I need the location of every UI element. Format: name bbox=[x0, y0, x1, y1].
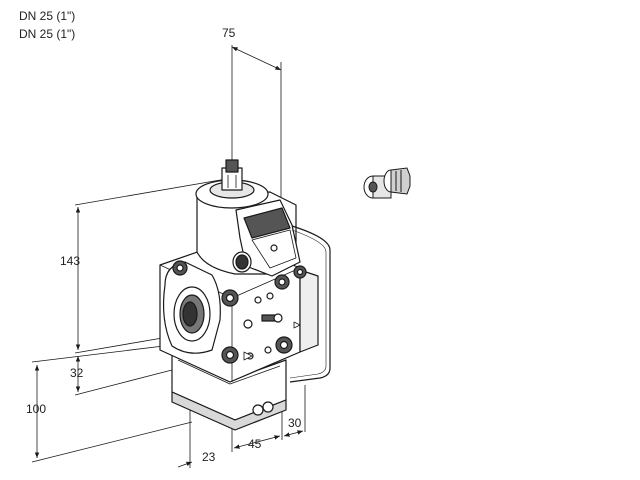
valve-body bbox=[159, 159, 331, 431]
dim-label-75: 75 bbox=[222, 26, 236, 40]
dim-label-143: 143 bbox=[60, 254, 80, 268]
dim-label-32: 32 bbox=[70, 366, 84, 380]
dim-label-30: 30 bbox=[288, 416, 302, 430]
dimension-lines bbox=[31, 45, 306, 468]
dim-label-100: 100 bbox=[26, 402, 46, 416]
header-line-1: DN 25 (1") bbox=[19, 9, 76, 23]
dim-label-23: 23 bbox=[202, 450, 216, 464]
cable-gland-icon bbox=[363, 167, 411, 199]
header-line-2: DN 25 (1") bbox=[19, 27, 76, 41]
dim-label-45: 45 bbox=[248, 437, 262, 451]
